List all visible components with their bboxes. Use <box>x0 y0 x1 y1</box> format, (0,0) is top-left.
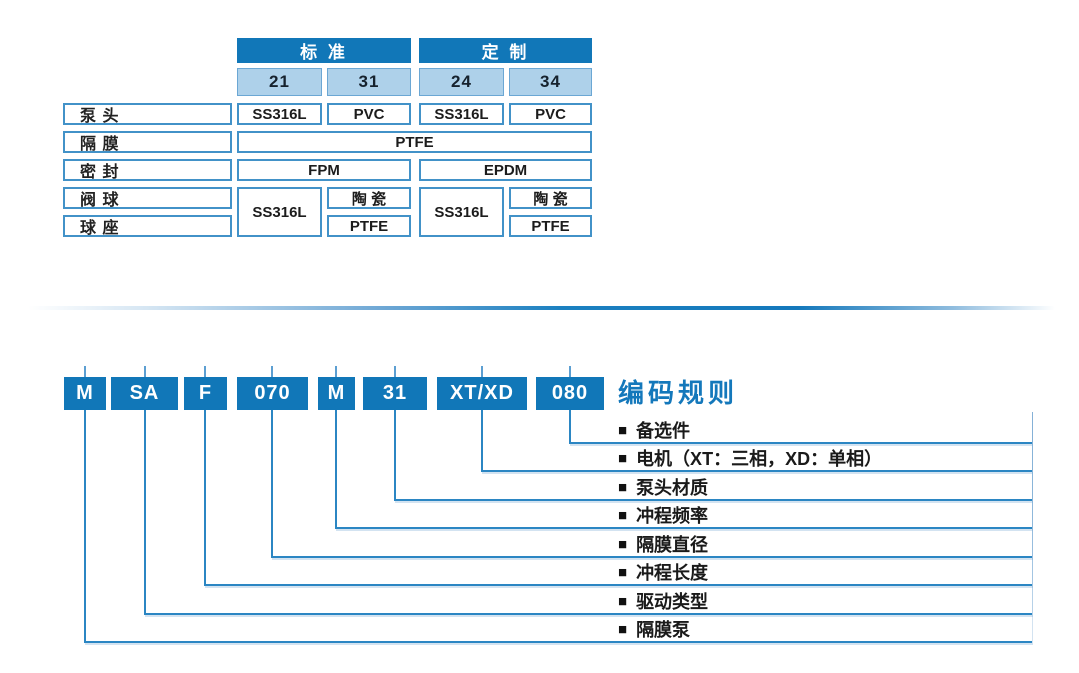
legend-item-stroke-frequency: ■ 冲程频率 <box>618 504 708 528</box>
cell-valve-shared-21: SS316L <box>237 187 322 237</box>
legend-label: 冲程长度 <box>636 563 709 583</box>
legend-label: 隔膜直径 <box>636 535 709 555</box>
code-header-24: 24 <box>419 68 504 96</box>
cell-pump-head-31: PVC <box>327 103 411 125</box>
tick-mark <box>271 366 273 377</box>
code-block-pump-type: M <box>64 377 106 410</box>
cell-pump-head-24: SS316L <box>419 103 504 125</box>
section-divider <box>28 306 1055 310</box>
square-bullet-icon: ■ <box>618 507 628 524</box>
connector-line-stroke-frequency <box>335 410 1032 529</box>
row-label-diaphragm: 隔 膜 <box>63 131 232 153</box>
cell-seal-standard: FPM <box>237 159 411 181</box>
row-label-valve-ball: 阀 球 <box>63 187 232 209</box>
connector-line-diaphragm-diameter <box>271 410 1032 558</box>
tick-mark <box>335 366 337 377</box>
tick-mark <box>394 366 396 377</box>
group-header-standard: 标 准 <box>237 38 411 63</box>
code-header-21: 21 <box>237 68 322 96</box>
code-header-31: 31 <box>327 68 411 96</box>
code-header-34: 34 <box>509 68 592 96</box>
tick-mark <box>84 366 86 377</box>
cell-diaphragm-all: PTFE <box>237 131 592 153</box>
row-label-ball-seat: 球 座 <box>63 215 232 237</box>
square-bullet-icon: ■ <box>618 621 628 638</box>
square-bullet-icon: ■ <box>618 536 628 553</box>
cell-valve-shared-24: SS316L <box>419 187 504 237</box>
legend-label: 隔膜泵 <box>636 620 691 640</box>
cell-pump-head-34: PVC <box>509 103 592 125</box>
code-block-options: 080 <box>536 377 604 410</box>
legend-item-motor: ■ 电机（XT：三相，XD：单相） <box>618 447 882 471</box>
legend-item-diaphragm-diameter: ■ 隔膜直径 <box>618 533 708 557</box>
coding-rules-title: 编码规则 <box>618 378 739 408</box>
square-bullet-icon: ■ <box>618 450 628 467</box>
connector-line-pump-type <box>84 410 1032 643</box>
legend-label: 泵头材质 <box>636 478 709 498</box>
cell-valve-ball-31: 陶 瓷 <box>327 187 411 209</box>
legend-item-options: ■ 备选件 <box>618 419 690 443</box>
group-header-custom: 定 制 <box>419 38 592 63</box>
connector-line-stroke-length <box>204 410 1032 586</box>
legend-label: 电机（XT：三相，XD：单相） <box>636 449 883 469</box>
cell-valve-ball-34: 陶 瓷 <box>509 187 592 209</box>
cell-ball-seat-31: PTFE <box>327 215 411 237</box>
legend-item-drive-type: ■ 驱动类型 <box>618 590 708 614</box>
square-bullet-icon: ■ <box>618 479 628 496</box>
code-block-diaphragm-diameter: 070 <box>237 377 308 410</box>
code-block-head-material: 31 <box>363 377 427 410</box>
code-block-stroke-frequency: M <box>318 377 355 410</box>
code-block-drive-type: SA <box>111 377 178 410</box>
connector-line-motor <box>481 410 1032 472</box>
tick-mark <box>569 366 571 377</box>
row-label-seal: 密 封 <box>63 159 232 181</box>
square-bullet-icon: ■ <box>618 593 628 610</box>
connector-line-options <box>569 410 1032 444</box>
square-bullet-icon: ■ <box>618 422 628 439</box>
legend-item-stroke-length: ■ 冲程长度 <box>618 561 708 585</box>
tick-mark <box>204 366 206 377</box>
code-block-motor: XT/XD <box>437 377 527 410</box>
connector-line-drive-type <box>144 410 1032 615</box>
cell-ball-seat-34: PTFE <box>509 215 592 237</box>
cell-pump-head-21: SS316L <box>237 103 322 125</box>
row-label-pump-head: 泵 头 <box>63 103 232 125</box>
tick-mark <box>481 366 483 377</box>
legend-item-pump-type: ■ 隔膜泵 <box>618 618 690 642</box>
legend-label: 冲程频率 <box>636 506 709 526</box>
legend-item-head-material: ■ 泵头材质 <box>618 476 708 500</box>
square-bullet-icon: ■ <box>618 564 628 581</box>
legend-label: 备选件 <box>636 421 691 441</box>
legend-label: 驱动类型 <box>636 592 709 612</box>
code-block-stroke-length: F <box>184 377 227 410</box>
tick-mark <box>144 366 146 377</box>
connector-line-head-material <box>394 410 1032 501</box>
cell-seal-custom: EPDM <box>419 159 592 181</box>
